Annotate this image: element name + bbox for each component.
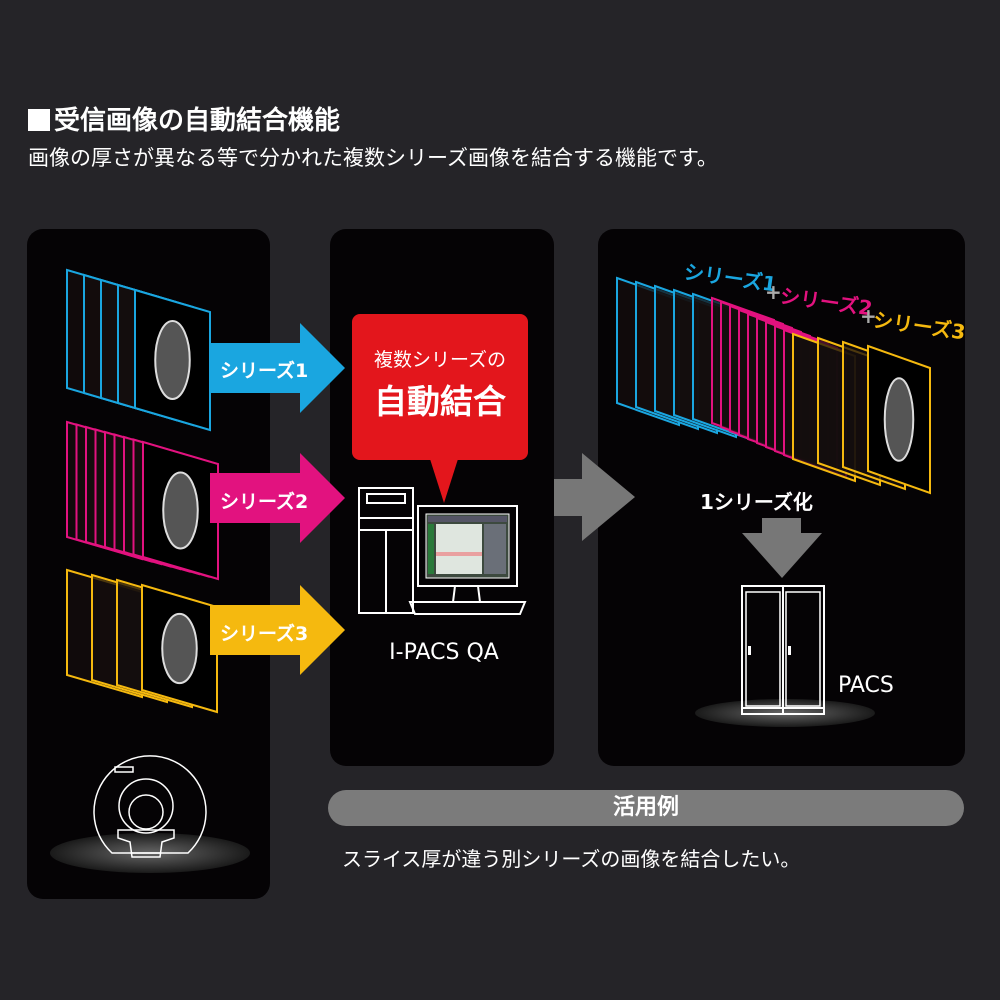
product-name: I-PACS QA bbox=[389, 640, 499, 665]
ct-slice-image bbox=[883, 377, 915, 462]
bubble-headline: 自動結合 bbox=[374, 382, 506, 421]
ct-slice-image bbox=[161, 612, 198, 685]
page-title-text: 受信画像の自動結合機能 bbox=[54, 106, 341, 136]
usecase-heading: 活用例 bbox=[328, 790, 964, 826]
page-title: 受信画像の自動結合機能 bbox=[28, 100, 340, 137]
ct-slice-image bbox=[162, 471, 199, 550]
merged-slice-stack bbox=[616, 276, 931, 495]
square-bullet-icon bbox=[28, 109, 50, 131]
ct-scanner-icon bbox=[50, 755, 250, 873]
merged-tag-plus-2: + bbox=[860, 304, 877, 328]
series1-arrow bbox=[210, 323, 345, 413]
bubble-caption: 複数シリーズの bbox=[373, 349, 507, 371]
usecase-text: スライス厚が違う別シリーズの画像を結合したい。 bbox=[342, 847, 801, 871]
merge-to-pacs-arrow bbox=[742, 518, 822, 578]
merged-tag-plus-1: + bbox=[765, 280, 782, 304]
input-slice-stacks bbox=[66, 268, 219, 714]
page-subtitle: 画像の厚さが異なる等で分かれた複数シリーズ画像を結合する機能です。 bbox=[28, 146, 718, 170]
ct-slice-image bbox=[154, 320, 191, 400]
series3-arrow bbox=[210, 585, 345, 675]
pacs-label: PACS bbox=[838, 673, 894, 698]
series3-label: シリーズ3 bbox=[220, 623, 309, 645]
pacs-server-icon bbox=[695, 585, 875, 727]
workstation-screen-content bbox=[428, 516, 507, 574]
speech-bubble bbox=[352, 314, 528, 503]
series2-label: シリーズ2 bbox=[220, 491, 309, 513]
process-to-output-arrow bbox=[554, 453, 635, 541]
series2-arrow bbox=[210, 453, 345, 543]
series1-label: シリーズ1 bbox=[220, 360, 309, 382]
merged-series-label: 1シリーズ化 bbox=[700, 490, 813, 514]
